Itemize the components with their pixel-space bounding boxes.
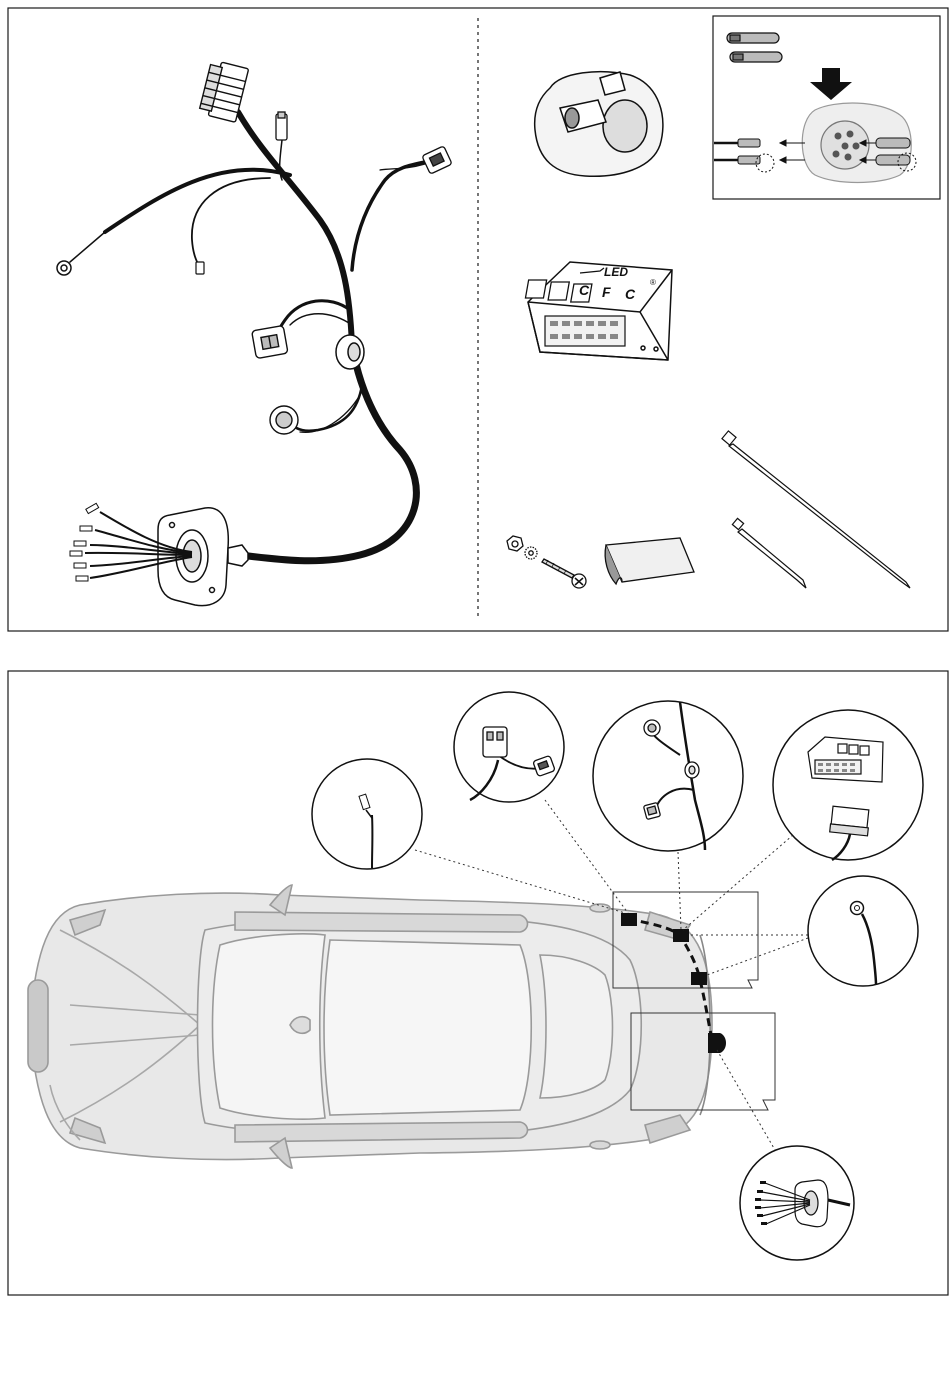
connector-square-icon	[252, 325, 288, 358]
detail-socket-plate	[740, 1146, 854, 1260]
connector-single-icon	[276, 112, 287, 140]
socket-plate-icon	[158, 508, 248, 606]
led-logo-letter-3: C	[625, 286, 636, 302]
kit-contents-panel: LED C F C ®	[8, 8, 948, 631]
connector-right-icon	[422, 146, 452, 174]
detail-grommet-connectors	[593, 701, 743, 851]
cable-tie-short-icon	[732, 518, 806, 588]
detail-ground-eyelet	[808, 876, 918, 986]
cable-tie-long-icon	[722, 431, 910, 588]
detail-spade-terminal	[312, 759, 422, 869]
socket-13pin-icon	[535, 72, 663, 177]
installation-panel	[8, 671, 948, 1295]
ground-eyelet-icon	[57, 261, 71, 275]
car-top-view-icon	[28, 885, 712, 1168]
connector-round-icon	[270, 406, 298, 434]
nut-bolt-icon	[507, 536, 586, 588]
led-registered-mark: ®	[650, 278, 656, 287]
detail-led-module	[773, 710, 923, 860]
adhesive-pad-icon	[605, 538, 694, 584]
wire-harness-icon	[70, 112, 425, 561]
led-logo-letter-2: F	[602, 284, 611, 300]
led-module-icon	[525, 262, 672, 360]
detail-connector-pair	[454, 692, 564, 802]
led-logo-letter-1: C	[579, 282, 590, 298]
spade-terminal-icon	[196, 262, 204, 274]
wire-terminals-icon	[70, 503, 99, 581]
grommet-icon	[336, 335, 364, 369]
led-brand-text: LED	[604, 265, 628, 279]
pin-insertion-icon	[713, 16, 940, 199]
